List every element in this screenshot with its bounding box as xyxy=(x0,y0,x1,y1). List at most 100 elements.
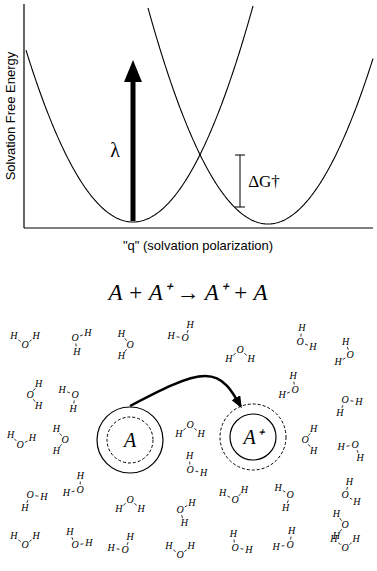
water-oxygen: O xyxy=(236,345,243,355)
water-bond xyxy=(183,428,185,430)
water-hydrogen: H xyxy=(118,351,125,361)
water-hydrogen: H xyxy=(333,531,340,541)
free-energy-curves xyxy=(26,6,373,224)
water-hydrogen: H xyxy=(278,390,285,400)
water-hydrogen: H xyxy=(200,468,207,478)
water-bond xyxy=(173,550,175,552)
water-oxygen: O xyxy=(186,465,193,475)
water-bond xyxy=(308,444,310,446)
water-oxygen: O xyxy=(286,490,293,500)
water-hydrogen: H xyxy=(21,503,28,513)
barrier-bracket xyxy=(235,207,245,208)
water-hydrogen: H xyxy=(35,401,42,411)
water-bond xyxy=(184,550,186,552)
water-bond xyxy=(125,349,127,351)
water-bond xyxy=(338,543,340,545)
water-bond xyxy=(350,498,353,500)
water-hydrogen: H xyxy=(168,331,175,341)
water-bond xyxy=(29,540,31,542)
water-hydrogen: H xyxy=(245,545,252,555)
water-bond xyxy=(35,495,38,496)
water-hydrogen: H xyxy=(127,532,134,542)
water-bond xyxy=(18,340,20,342)
axis-label: Solvation Free Energy xyxy=(4,52,17,181)
water-hydrogen: H xyxy=(84,328,91,338)
water-hydrogen: H xyxy=(353,497,360,507)
water-oxygen: O xyxy=(351,440,358,450)
parabola xyxy=(26,6,253,222)
water-oxygen: O xyxy=(71,333,78,343)
water-bond xyxy=(349,543,351,545)
water-hydrogen: H xyxy=(355,397,362,407)
water-bond xyxy=(177,336,180,337)
ion-circle: A⁺ xyxy=(219,403,287,471)
water-hydrogen: H xyxy=(7,430,14,440)
water-hydrogen: H xyxy=(335,357,342,367)
water-oxygen: O xyxy=(341,395,348,405)
parabola xyxy=(148,8,373,224)
water-bond xyxy=(240,548,243,549)
water-hydrogen: H xyxy=(357,453,364,463)
water-hydrogen: H xyxy=(197,429,204,439)
water-bond xyxy=(233,353,235,355)
water-bond xyxy=(239,494,241,496)
water-bond xyxy=(80,543,83,544)
water-oxygen: O xyxy=(341,490,348,500)
water-oxygen: O xyxy=(76,485,83,495)
ion-circle: A xyxy=(96,406,164,474)
reaction-equation: A + A⁺ → A⁺ + A xyxy=(108,281,267,304)
axis-label: "q" (solvation polarization) xyxy=(123,239,273,252)
water-hydrogen: H xyxy=(241,485,248,495)
water-bond xyxy=(195,471,198,473)
water-oxygen: O xyxy=(231,495,238,505)
water-hydrogen: H xyxy=(333,509,340,519)
ion-boundary xyxy=(230,414,276,460)
water-hydrogen: H xyxy=(118,329,125,339)
water-bond xyxy=(283,490,286,492)
water-hydrogen: H xyxy=(336,408,343,418)
water-bond xyxy=(33,399,35,401)
water-hydrogen: H xyxy=(230,529,237,539)
water-bond xyxy=(125,338,127,340)
water-bond xyxy=(134,503,136,505)
y-axis xyxy=(23,4,24,228)
water-hydrogen: H xyxy=(342,337,349,347)
water-bond xyxy=(227,496,230,497)
water-hydrogen: H xyxy=(346,477,353,487)
water-hydrogen: H xyxy=(181,518,188,528)
water-oxygen: O xyxy=(16,440,23,450)
water-oxygen: O xyxy=(71,390,78,400)
water-hydrogen: H xyxy=(288,526,295,536)
water-hydrogen: H xyxy=(338,442,345,452)
water-hydrogen: H xyxy=(310,424,317,434)
water-hydrogen: H xyxy=(32,531,39,541)
water-bond xyxy=(244,353,246,355)
water-hydrogen: H xyxy=(137,504,144,514)
electron-transfer-arrow xyxy=(130,376,241,406)
water-bond xyxy=(14,439,16,441)
water-hydrogen: H xyxy=(175,429,182,439)
water-hydrogen: H xyxy=(247,354,254,364)
water-oxygen: O xyxy=(231,543,238,553)
water-hydrogen: H xyxy=(10,531,17,541)
water-hydrogen: H xyxy=(225,354,232,364)
lambda-arrow xyxy=(131,80,136,221)
water-hydrogen: H xyxy=(69,404,76,414)
water-bond xyxy=(123,503,125,505)
water-hydrogen: H xyxy=(187,541,194,551)
water-hydrogen: H xyxy=(53,424,60,434)
water-hydrogen: H xyxy=(275,483,282,493)
solvation-shell xyxy=(107,417,153,463)
water-bond xyxy=(80,335,83,336)
barrier-bracket xyxy=(240,155,241,207)
lambda-label: λ xyxy=(110,140,120,160)
water-bond xyxy=(340,518,342,520)
water-oxygen: O xyxy=(176,550,183,560)
water-hydrogen: H xyxy=(188,498,195,508)
water-hydrogen: H xyxy=(53,446,60,456)
water-bond xyxy=(350,400,353,401)
water-oxygen: O xyxy=(346,350,353,360)
water-bond xyxy=(117,548,120,549)
lambda-arrow-head xyxy=(124,60,142,82)
